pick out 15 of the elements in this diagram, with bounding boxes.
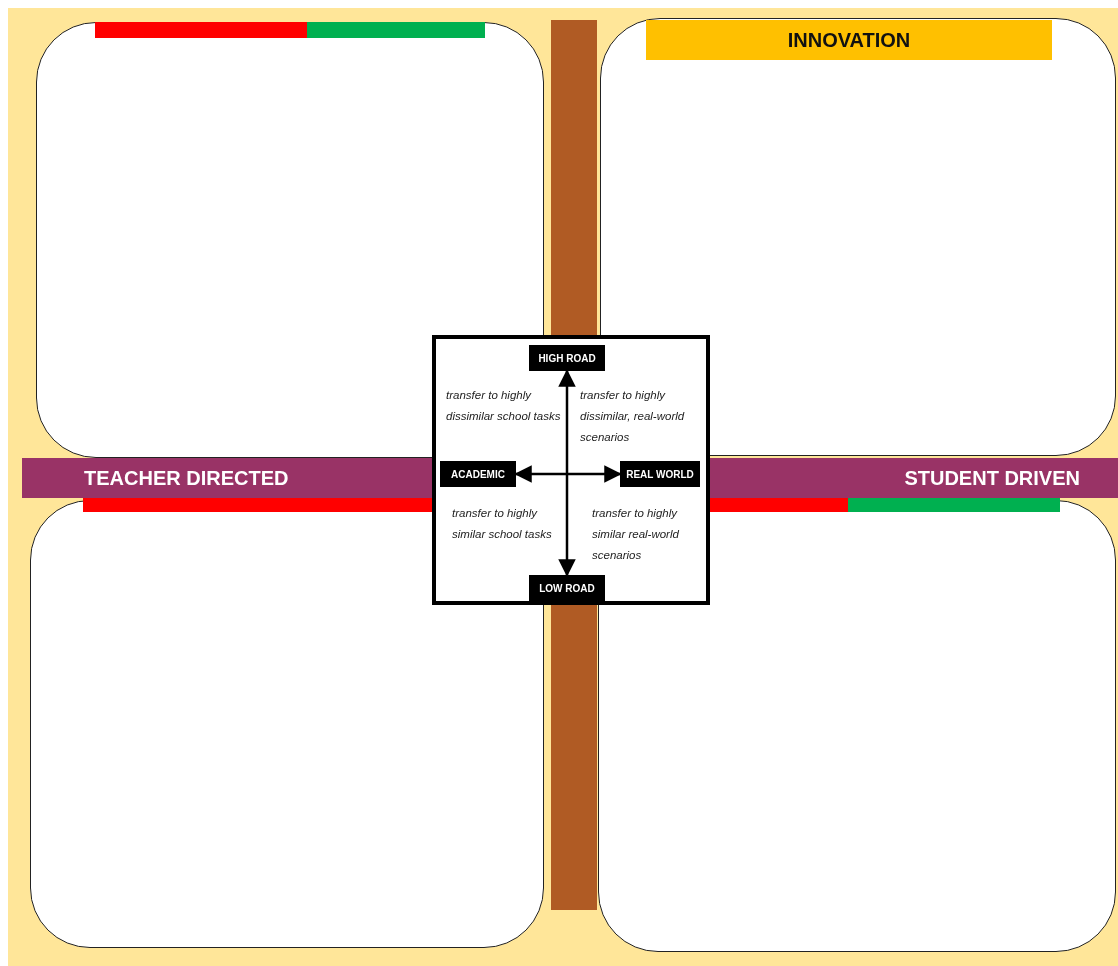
heading-bar: INNOVATION (646, 20, 1052, 60)
quadrant-note: transfer to highly dissimilar, real-world scenarios (580, 388, 686, 445)
arrow (558, 369, 576, 577)
axis-box (432, 335, 710, 605)
axis-label: LOW ROAD (529, 575, 605, 601)
axis-label: HIGH ROAD (529, 345, 605, 371)
quadrant-note: transfer to highly similar real-world scenarios (592, 506, 680, 563)
axis-end-label: TEACHER DIRECTED (84, 467, 289, 490)
quadrant-note: transfer to highly similar school tasks (452, 506, 553, 542)
quadrant-note: transfer to highly dissimilar school tasks (446, 388, 562, 424)
axis-end-label: STUDENT DRIVEN (904, 467, 1080, 490)
axis-band (22, 458, 432, 498)
axis-band (710, 458, 1118, 498)
axis-label: ACADEMIC (440, 461, 516, 487)
axis-label: REAL WORLD (620, 461, 700, 487)
